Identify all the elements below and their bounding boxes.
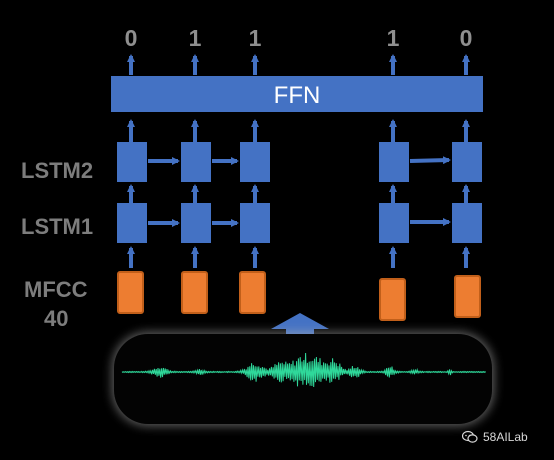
lstm1-label: LSTM1 <box>21 214 93 239</box>
right-arrow <box>409 156 451 165</box>
lstm2-cell <box>240 142 270 182</box>
audio-waveform <box>121 352 486 388</box>
lstm1-row <box>117 203 482 243</box>
output-label: 1 <box>249 25 262 51</box>
lstm1-cell <box>181 203 211 243</box>
output-label: 0 <box>125 25 138 51</box>
lstm2-cell <box>452 142 482 182</box>
output-arrows <box>127 54 470 75</box>
mfcc-dim-label: 40 <box>44 306 68 331</box>
lstm1-cell <box>452 203 482 243</box>
mfcc-to-lstm1-arrows <box>127 246 470 268</box>
feature-extraction-arrow <box>271 313 329 339</box>
mfcc-block <box>181 271 208 314</box>
mfcc-block <box>239 271 266 314</box>
lstm2-cell <box>379 142 409 182</box>
ffn-label: FFN <box>274 82 321 109</box>
ffn-block <box>111 76 483 112</box>
output-label: 1 <box>189 25 202 51</box>
lstm1-cell <box>117 203 147 243</box>
output-label: 1 <box>387 25 400 51</box>
mfcc-label: MFCC <box>24 277 88 302</box>
lstm2-to-ffn-arrows <box>127 119 470 142</box>
lstm2-label: LSTM2 <box>21 158 93 183</box>
waveform-panel <box>112 332 494 426</box>
mfcc-block <box>454 275 481 318</box>
wechat-icon <box>462 430 478 443</box>
lstm2-row <box>117 142 482 182</box>
mfcc-block <box>117 271 144 314</box>
lstm1-cell <box>379 203 409 243</box>
mfcc-row <box>117 271 481 321</box>
lstm1-cell <box>240 203 270 243</box>
watermark-text: 58AILab <box>483 430 528 444</box>
lstm2-cell <box>117 142 147 182</box>
watermark: 58AILab <box>462 430 528 444</box>
lstm2-cell <box>181 142 211 182</box>
lstm1-to-lstm2-arrows <box>127 184 470 203</box>
output-label: 0 <box>460 25 473 51</box>
mfcc-block <box>379 278 406 321</box>
